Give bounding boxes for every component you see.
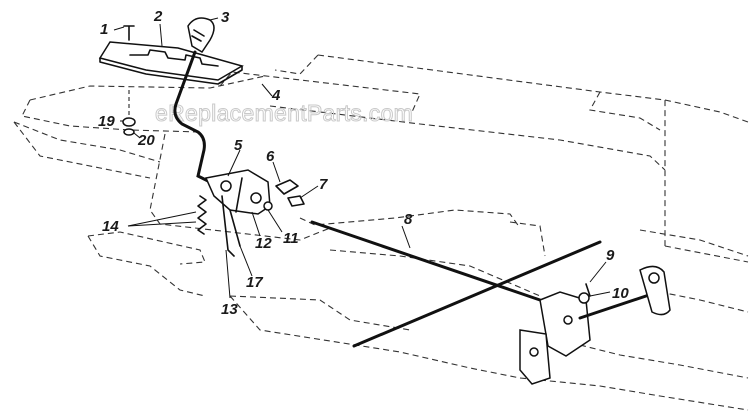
callout-12: 12 <box>255 235 272 252</box>
shift-plate <box>98 41 244 85</box>
callout-9: 9 <box>606 247 615 264</box>
frame-outline <box>13 54 749 411</box>
callout-20: 20 <box>137 132 155 149</box>
callout-4: 4 <box>271 87 281 104</box>
callout-5: 5 <box>234 137 243 154</box>
callout-13: 13 <box>221 301 238 318</box>
control-rod <box>310 220 602 348</box>
callout-1: 1 <box>100 21 108 38</box>
nut-washer <box>122 90 136 136</box>
callout-11: 11 <box>283 230 299 247</box>
shift-lever <box>173 50 212 184</box>
callout-8: 8 <box>404 211 413 228</box>
screw <box>123 25 135 41</box>
rear-bracket <box>519 265 671 385</box>
shift-knob <box>187 17 215 54</box>
callout-17: 17 <box>246 274 263 291</box>
callout-labels: 1 2 3 4 5 6 7 8 9 10 11 12 13 14 17 19 2… <box>98 8 629 318</box>
callout-2: 2 <box>153 8 163 25</box>
callout-10: 10 <box>612 285 629 302</box>
callout-7: 7 <box>319 176 328 193</box>
callout-14: 14 <box>102 218 119 235</box>
callout-6: 6 <box>266 148 275 165</box>
watermark: eReplacementParts.com <box>155 100 413 126</box>
leader-lines <box>113 17 611 299</box>
callout-19: 19 <box>98 113 115 130</box>
pivot-bracket <box>204 169 305 215</box>
spring-link <box>197 195 241 257</box>
callout-3: 3 <box>221 9 230 26</box>
